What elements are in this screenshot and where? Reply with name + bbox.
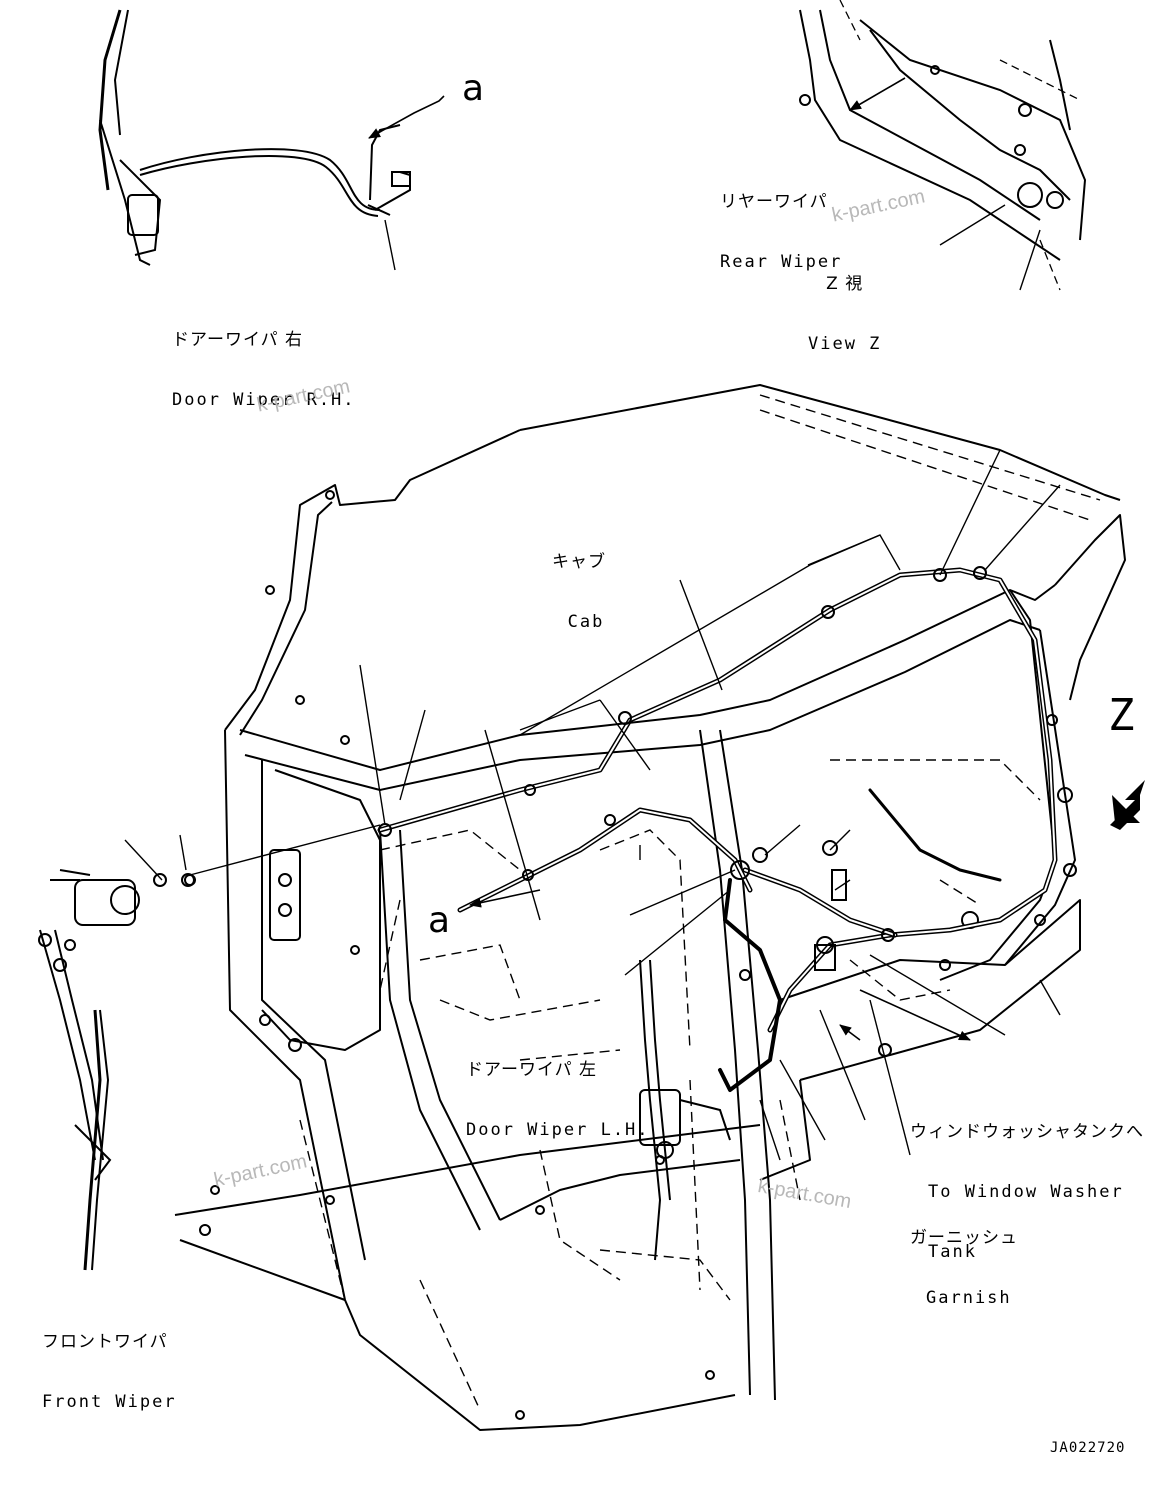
label-garnish: ガーニッシュ Garnish <box>910 1188 1018 1328</box>
label-view-z-jp: Z 視 <box>826 274 864 294</box>
label-cab: キャブ Cab <box>552 512 606 652</box>
door-wiper-rh-detail <box>98 9 411 266</box>
label-garnish-jp: ガーニッシュ <box>910 1228 1018 1248</box>
label-door-wiper-rh-jp: ドアーワイパ 右 <box>172 330 304 350</box>
label-washer-tank-jp: ウィンドウォッシャタンクへ <box>910 1122 1144 1142</box>
label-door-wiper-lh-jp: ドアーワイパ 左 <box>466 1060 598 1080</box>
label-cab-jp: キャブ <box>552 552 606 572</box>
label-rear-wiper: リヤーワイパ Rear Wiper <box>720 152 842 292</box>
wiring-harness <box>377 566 1058 1092</box>
label-washer-tank-en1: To Window Washer <box>928 1182 1124 1202</box>
label-rear-wiper-jp: リヤーワイパ <box>720 192 828 212</box>
label-washer-tank: ウィンドウォッシャタンクへ To Window Washer Tank <box>910 1082 1144 1282</box>
callout-a-top: a <box>462 68 485 109</box>
label-door-wiper-rh-en: Door Wiper R.H. <box>172 390 356 410</box>
label-door-wiper-lh-en: Door Wiper L.H. <box>466 1120 650 1140</box>
label-garnish-en: Garnish <box>926 1288 1012 1308</box>
label-cab-en: Cab <box>567 612 605 632</box>
label-front-wiper: フロントワイパ Front Wiper <box>42 1292 177 1432</box>
leader-lines <box>124 204 1061 1161</box>
arrows <box>368 77 971 1041</box>
label-rear-wiper-en: Rear Wiper <box>720 252 843 272</box>
front-wiper-detail <box>38 869 195 1271</box>
label-front-wiper-jp: フロントワイパ <box>42 1332 168 1352</box>
label-door-wiper-rh: ドアーワイパ 右 Door Wiper R.H. <box>172 290 356 430</box>
door-wiper-lh-detail <box>184 849 731 1261</box>
rear-wiper-detail <box>799 9 1087 261</box>
label-view-z: Z 視 View Z <box>808 234 881 374</box>
rear-wiper-hidden <box>839 0 1081 291</box>
washer-nozzle <box>814 840 847 971</box>
label-door-wiper-lh: ドアーワイパ 左 Door Wiper L.H. <box>466 1020 650 1160</box>
drawing-code: JA022720 <box>1050 1440 1126 1456</box>
cab-hidden-lines <box>299 394 1101 1411</box>
callout-a-mid: a <box>428 900 451 941</box>
label-view-z-en: View Z <box>808 334 882 354</box>
callout-view-z: Z <box>1108 690 1135 741</box>
label-washer-tank-en2: Tank <box>928 1242 977 1262</box>
cab-frame <box>174 384 1126 1431</box>
label-front-wiper-en: Front Wiper <box>42 1392 177 1412</box>
